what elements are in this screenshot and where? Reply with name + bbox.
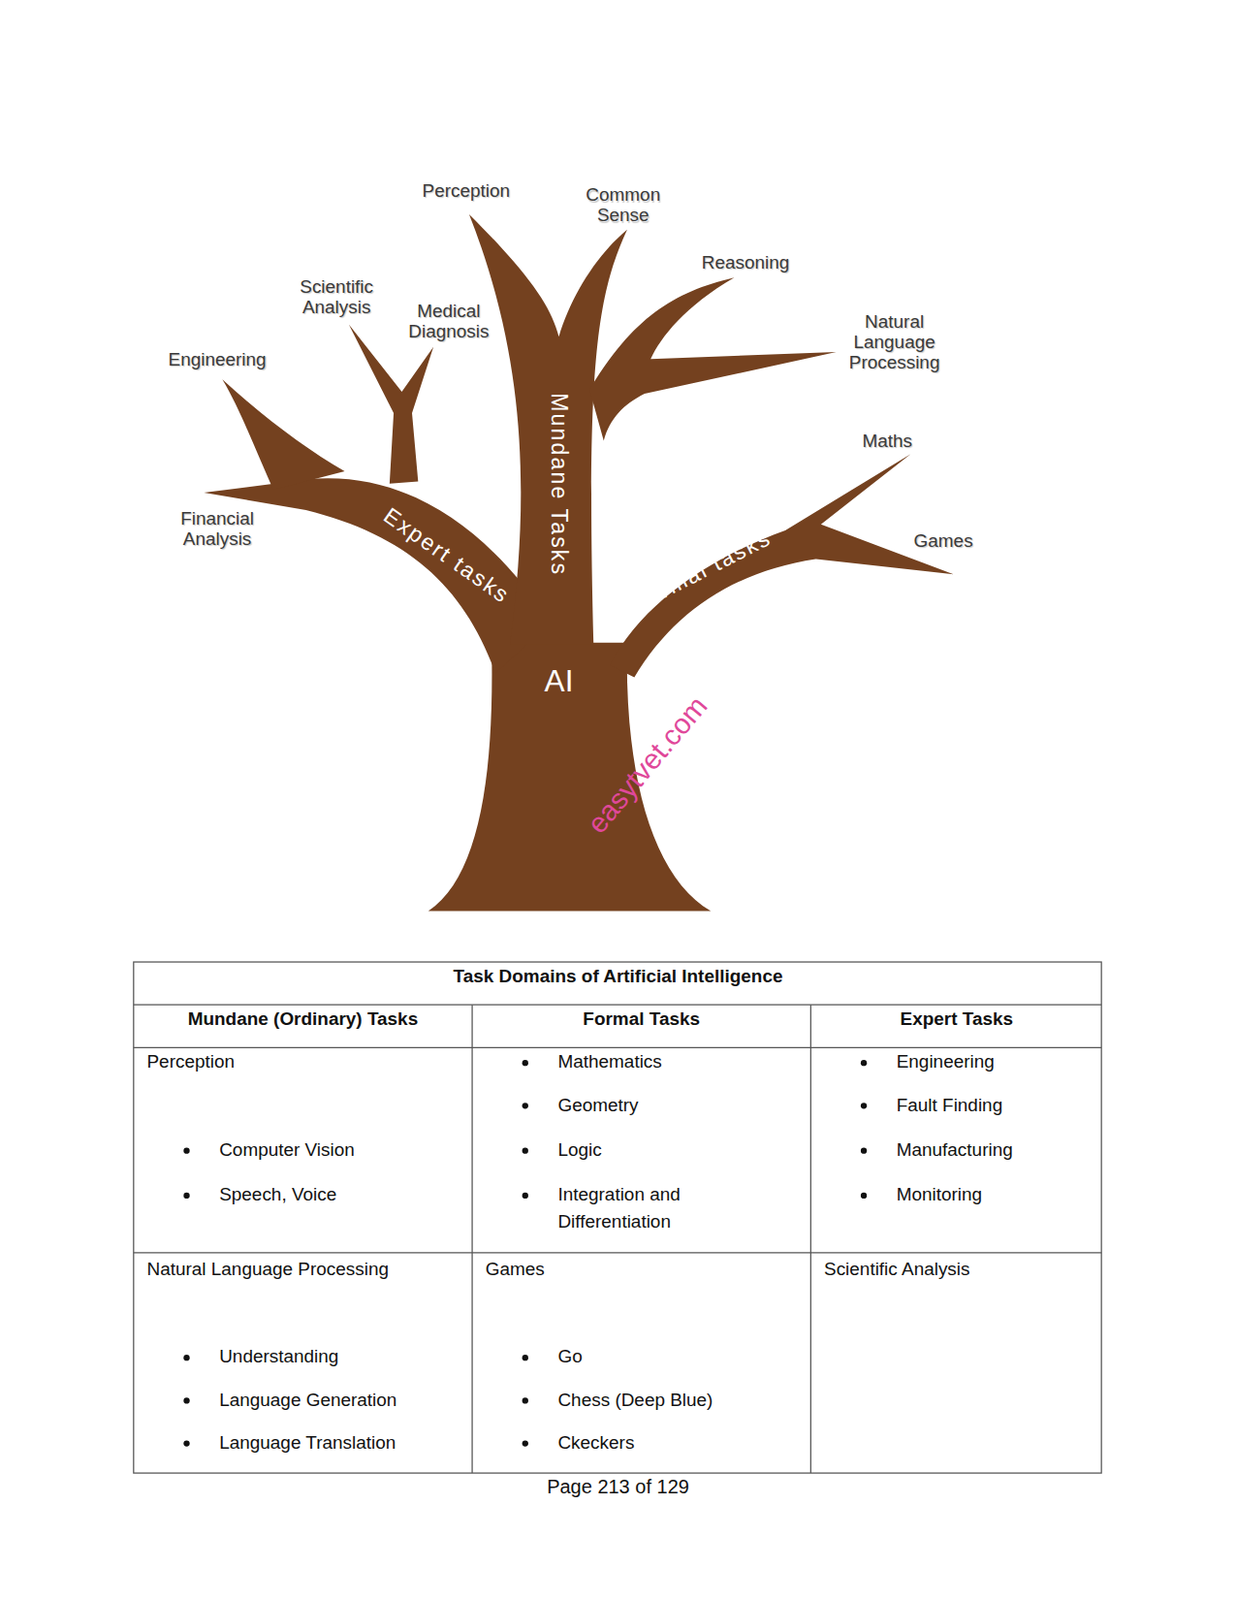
column-header: Expert Tasks [900, 1005, 1014, 1032]
table-cell: Logic [557, 1136, 602, 1163]
column-header: Mundane (Ordinary) Tasks [188, 1005, 418, 1032]
table-cell: Natural Language Processing [146, 1255, 388, 1282]
branch-label: Common Sense [582, 186, 665, 227]
branch-label: Engineering [168, 349, 267, 371]
page: Perception Common SenseReasoningNatural L… [0, 0, 1236, 1521]
bullet-dots [183, 1059, 867, 1447]
table-cell: Engineering [896, 1047, 995, 1075]
table-cell: Speech, Voice [219, 1180, 337, 1207]
table-cell: Integration and Differentiation [557, 1180, 761, 1235]
table-cell: Manufacturing [896, 1136, 1014, 1163]
table-cell: Games [485, 1255, 545, 1282]
table-cell: Chess (Deep Blue) [557, 1386, 713, 1413]
branch-label: Games [914, 531, 974, 552]
table-cell: Scientific Analysis [824, 1255, 971, 1282]
trunk-label: AI [544, 664, 574, 699]
branch-label: Perception [421, 181, 510, 202]
table-cell: Computer Vision [219, 1136, 355, 1163]
branch-label: Reasoning [701, 253, 791, 274]
table-cell: Monitoring [896, 1180, 983, 1207]
table-cell: Language Generation [219, 1386, 397, 1413]
table-title: Task Domains of Artificial Intelligence [453, 962, 784, 989]
page-number: Page 213 of 129 [546, 1475, 690, 1498]
table-cell: Understanding [219, 1342, 339, 1369]
branch-label: Maths [861, 431, 913, 452]
table-cell: Fault Finding [896, 1091, 1003, 1118]
domain-label: Mundane Tasks [545, 392, 572, 576]
branch-label: Medical Diagnosis [397, 302, 500, 344]
ai-tree [203, 214, 953, 912]
branch-label: Natural Language Processing [832, 312, 955, 373]
table-cell: Go [557, 1342, 582, 1369]
branch-label: Financial Analysis [165, 508, 268, 550]
table-cell: Mathematics [557, 1047, 662, 1075]
branch-label: Scientific Analysis [285, 277, 388, 318]
illustration [0, 0, 1236, 1521]
table-cell: Geometry [557, 1091, 638, 1118]
table-cell: Ckeckers [557, 1428, 634, 1456]
table-grid [133, 961, 1102, 1473]
column-header: Formal Tasks [582, 1005, 700, 1032]
table-cell: Perception [146, 1047, 235, 1075]
table-cell: Language Translation [219, 1428, 396, 1456]
